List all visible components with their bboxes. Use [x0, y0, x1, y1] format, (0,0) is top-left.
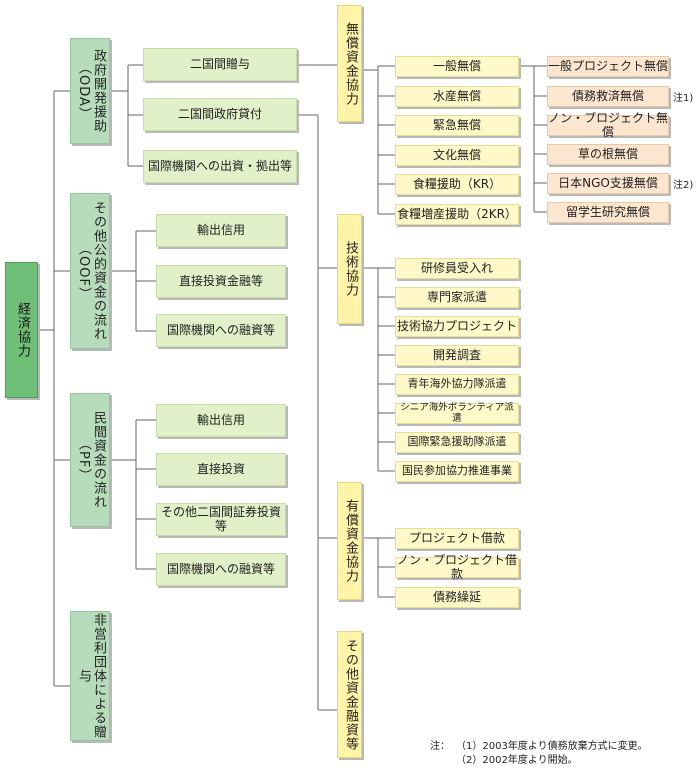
grant-aid-box: 無償資金協力: [337, 5, 362, 122]
oof-item-label: 輸出信用: [196, 222, 245, 237]
oof-item: 国際機関への融資等: [156, 314, 286, 347]
tech-item: シニア海外ボランティア派遣: [395, 401, 519, 424]
general-grant-item: 留学生研究無償: [547, 202, 669, 223]
grant-item: 文化無償: [395, 145, 519, 166]
oof-box: その他公的資金の流れ（OOF）: [70, 193, 110, 349]
pf-label: 民間資金の流れ（PF）: [76, 411, 106, 509]
pf-item-label: 直接投資: [196, 461, 245, 476]
tech-item: 技術協力プロジェクト: [395, 316, 519, 337]
bilateral-grant-box: 二国間贈与: [143, 48, 297, 81]
pf-item-label: その他二国間証券投資等: [160, 504, 281, 533]
tech-item-label: 技術協力プロジェクト: [396, 318, 517, 333]
footnote-label: 注：: [430, 741, 450, 752]
loan-item: ノン・プロジェクト借款: [395, 553, 519, 580]
root-economic-cooperation: 経済協力: [5, 262, 38, 398]
general-grant-item-label: 日本NGO支援無償: [558, 175, 658, 190]
grant-item-label: 食糧増産援助（2KR）: [397, 206, 517, 221]
tech-item: 開発調査: [395, 345, 519, 366]
loan-item-label: プロジェクト借款: [408, 530, 505, 545]
tech-item: 国際緊急援助隊派遣: [395, 432, 519, 453]
tech-item-label: シニア海外ボランティア派遣: [400, 401, 514, 424]
general-grant-item: 草の根無償: [547, 144, 669, 165]
tech-item-label: 青年海外協力隊派遣: [407, 377, 507, 391]
tech-item: 研修員受入れ: [395, 258, 519, 279]
footnote-line-1: （1）2003年度より債務放棄方式に変更。: [456, 741, 648, 752]
grant-aid-label: 無償資金協力: [342, 21, 358, 106]
grant-item: 水産無償: [395, 86, 519, 107]
oof-item-label: 直接投資金融等: [178, 273, 263, 288]
pf-item-label: 輸出信用: [196, 412, 245, 427]
tech-item-label: 国民参加協力推進事業: [402, 464, 512, 478]
loan-item-label: ノン・プロジェクト借款: [396, 552, 517, 581]
oda-label: 政府開発援助（ODA）: [76, 49, 106, 133]
general-grant-item: 一般プロジェクト無償: [547, 56, 669, 77]
intl-contribution-box: 国際機関への出資・拠出等: [143, 150, 297, 183]
tech-coop-box: 技術協力: [337, 214, 362, 324]
general-grant-item-label: 一般プロジェクト無償: [548, 58, 669, 73]
npo-label: 非営利団体による贈与: [76, 613, 106, 739]
grant-item: 食糧増産援助（2KR）: [395, 204, 519, 225]
oof-item: 輸出信用: [156, 214, 286, 247]
bilateral-loan-label: 二国間政府貸付: [177, 106, 262, 121]
bilateral-grant-label: 二国間贈与: [189, 56, 250, 71]
grant-item-label: 食糧援助（KR）: [412, 176, 502, 191]
grant-item: 緊急無償: [395, 115, 519, 136]
grant-item-label: 文化無償: [432, 147, 481, 162]
loan-item: 債務繰延: [395, 587, 519, 608]
grant-item-label: 水産無償: [432, 88, 481, 103]
oof-label: その他公的資金の流れ（OOF）: [76, 201, 106, 341]
pf-item-label: 国際機関への融資等: [166, 561, 275, 576]
oda-box: 政府開発援助（ODA）: [70, 38, 110, 144]
loan-item-label: 債務繰延: [432, 589, 481, 604]
general-grant-item-label: ノン・プロジェクト無償: [548, 110, 669, 139]
loan-aid-label: 有償資金協力: [342, 499, 358, 583]
tech-coop-label: 技術協力: [342, 241, 358, 297]
root-label: 経済協力: [14, 302, 30, 358]
tech-item-label: 専門家派遣: [426, 289, 487, 304]
oof-item: 直接投資金融等: [156, 265, 286, 298]
loan-item: プロジェクト借款: [395, 528, 519, 549]
pf-box: 民間資金の流れ（PF）: [70, 393, 110, 527]
npo-box: 非営利団体による贈与: [70, 611, 110, 741]
pf-item: 輸出信用: [156, 404, 286, 437]
tech-item-label: 国際緊急援助隊派遣: [407, 435, 507, 449]
general-grant-item-label: 債務救済無償: [571, 88, 644, 103]
grant-item: 食糧援助（KR）: [395, 174, 519, 195]
grant-item-label: 一般無償: [432, 58, 481, 73]
pf-item: 直接投資: [156, 453, 286, 486]
general-grant-item-label: 草の根無償: [577, 146, 638, 161]
general-grant-item: 日本NGO支援無償: [547, 173, 669, 194]
intl-contribution-label: 国際機関への出資・拠出等: [147, 158, 292, 173]
tech-item-label: 研修員受入れ: [420, 260, 493, 275]
general-grant-item: 債務救済無償: [547, 86, 669, 107]
other-finance-box: その他資金融資等: [337, 631, 362, 758]
general-grant-item: ノン・プロジェクト無償: [547, 111, 669, 138]
tech-item: 国民参加協力推進事業: [395, 461, 519, 482]
pf-item: その他二国間証券投資等: [156, 503, 286, 536]
pf-item: 国際機関への融資等: [156, 553, 286, 586]
grant-item: 一般無償: [395, 56, 519, 77]
general-grant-item-label: 留学生研究無償: [565, 204, 650, 219]
footnote-line-2: （2）2002年度より開始。: [456, 755, 578, 766]
note-marker-1: 注1): [673, 93, 694, 104]
bilateral-loan-box: 二国間政府貸付: [143, 98, 297, 131]
loan-aid-box: 有償資金協力: [337, 482, 362, 600]
tech-item-label: 開発調査: [432, 347, 481, 362]
oof-item-label: 国際機関への融資等: [166, 322, 275, 337]
note-marker-2: 注2): [673, 180, 694, 191]
tech-item: 青年海外協力隊派遣: [395, 374, 519, 395]
other-finance-label: その他資金融資等: [342, 638, 358, 751]
tech-item: 専門家派遣: [395, 287, 519, 308]
grant-item-label: 緊急無償: [432, 117, 481, 132]
